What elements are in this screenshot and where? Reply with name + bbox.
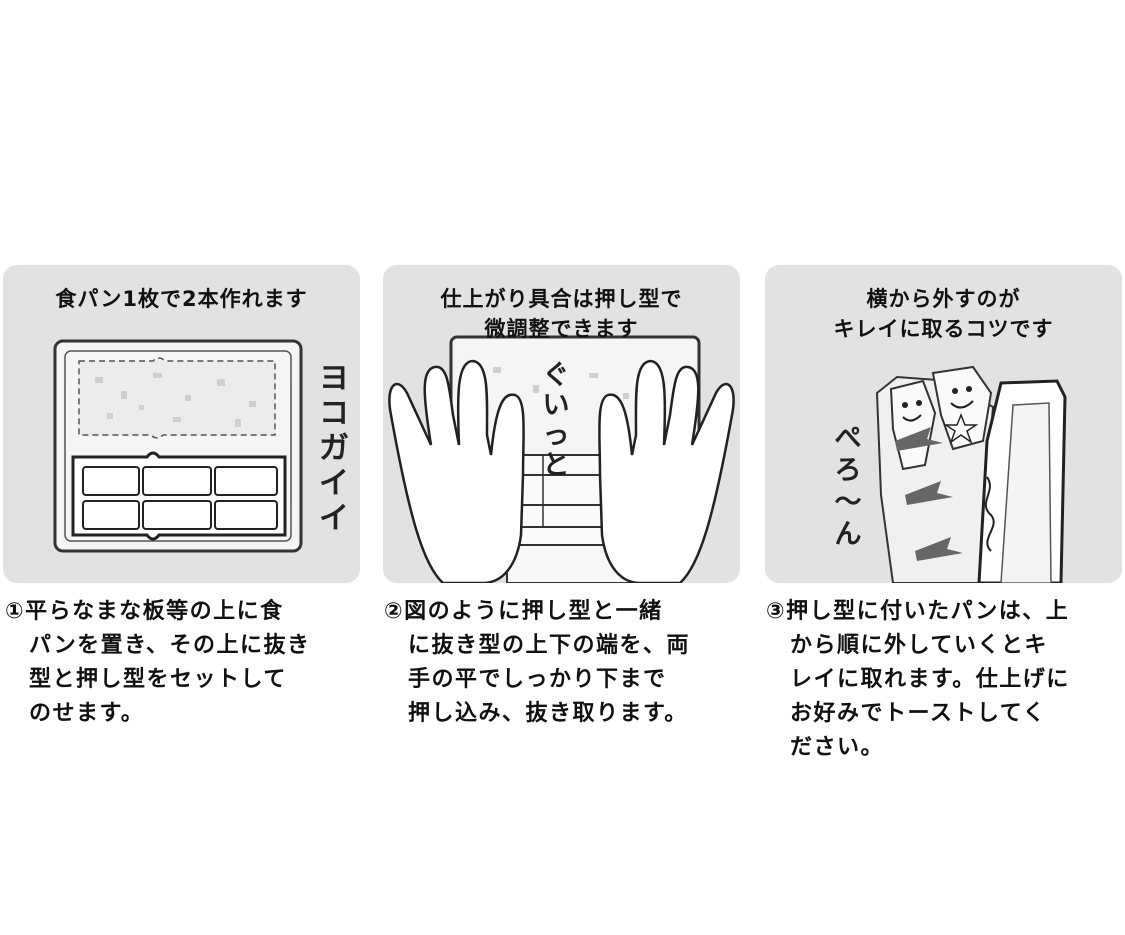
- caption-line: 型と押し型をセットして: [29, 667, 287, 692]
- caption-line: 押し込み、抜き取ります。: [408, 701, 688, 726]
- bread-and-mold-illustration: [53, 339, 303, 553]
- step-3-caption: ③押し型に付いたパンは、上 から順に外していくとキ レイに取れます。仕上げに お…: [766, 595, 1122, 765]
- yokogaii-side-text: ヨ コ ガ イ イ: [319, 361, 349, 536]
- caption-line: のせます。: [29, 701, 145, 726]
- step-2-title-line-1: 仕上がり具合は押し型で: [440, 287, 683, 311]
- step-1-caption: ①平らなまな板等の上に食 パンを置き、その上に抜き 型と押し型をセットして のせ…: [5, 595, 365, 731]
- caption-line: ②図のように押し型と一緒: [384, 599, 663, 624]
- caption-line: パンを置き、その上に抜き: [29, 633, 311, 658]
- caption-line: お好みでトーストしてく: [790, 701, 1047, 726]
- step-1-title: 食パン1枚で2本作れます: [55, 287, 308, 311]
- perorn-sfx-text: ぺ ろ 〜 ん: [834, 423, 862, 550]
- step-2-caption: ②図のように押し型と一緒 に抜き型の上下の端を、両 手の平でしっかり下まで 押し…: [384, 595, 744, 731]
- caption-line: ださい。: [790, 735, 885, 760]
- caption-line: ③押し型に付いたパンは、上: [766, 599, 1070, 624]
- caption-line: レイに取れます。仕上げに: [790, 667, 1070, 692]
- caption-line: 手の平でしっかり下まで: [408, 667, 667, 692]
- step-3-panel: 横から外すのが キレイに取るコツです ぺ ろ 〜 ん: [765, 265, 1122, 583]
- caption-line: に抜き型の上下の端を、両: [408, 633, 691, 658]
- caption-line: から順に外していくとキ: [790, 633, 1048, 658]
- step-3-title-line-2: キレイに取るコツです: [833, 317, 1054, 341]
- step-2-panel: 仕上がり具合は押し型で 微調整できます ぐ い っ と: [383, 265, 740, 583]
- caption-line: ①平らなまな板等の上に食: [5, 599, 284, 624]
- guitto-sfx-text: ぐ い っ と: [542, 360, 570, 481]
- peeling-bread-illustration: [875, 365, 1067, 583]
- step-2-title-line-2: 微調整できます: [484, 317, 639, 341]
- hands-pressing-mold-illustration: [388, 335, 735, 583]
- step-3-title-line-1: 横から外すのが: [866, 287, 1021, 311]
- step-1-panel: 食パン1枚で2本作れます ヨ コ ガ イ イ: [3, 265, 360, 583]
